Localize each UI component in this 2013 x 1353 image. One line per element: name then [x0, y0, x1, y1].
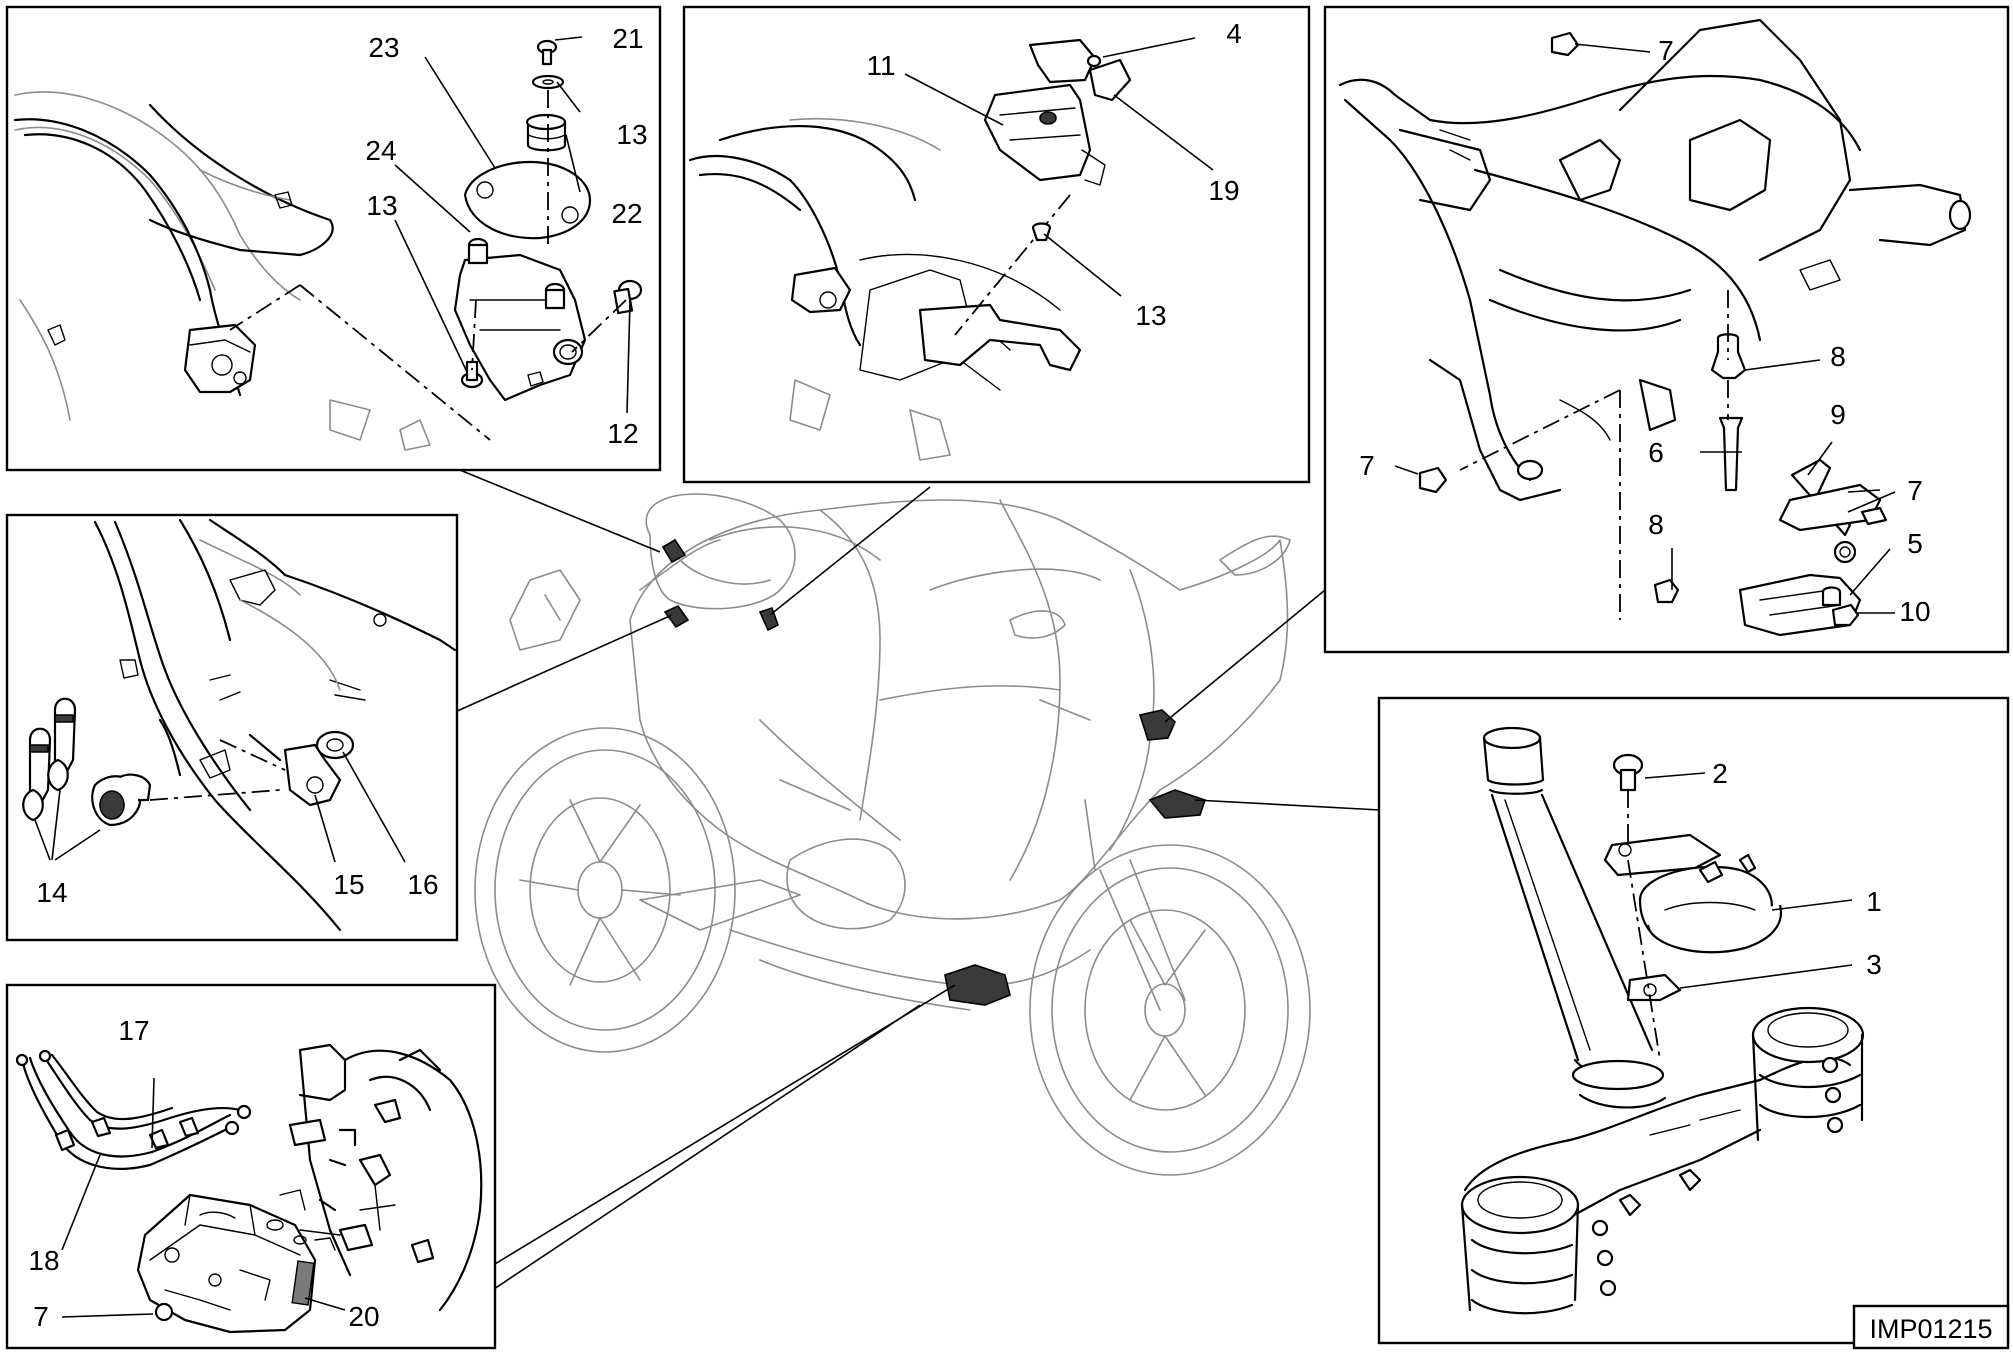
callout-12: 12 [607, 418, 638, 449]
callout-8: 8 [1830, 341, 1846, 372]
callout-7: 7 [1907, 475, 1923, 506]
motorcycle-overview [474, 493, 1311, 1176]
callout-16: 16 [407, 869, 438, 900]
callout-11: 11 [866, 50, 895, 81]
callout-7: 7 [33, 1301, 49, 1332]
callout-17: 17 [118, 1015, 149, 1046]
callout-20: 20 [348, 1301, 379, 1332]
callout-6: 6 [1648, 437, 1664, 468]
callout-22: 22 [611, 198, 642, 229]
callout-1: 1 [1866, 886, 1882, 917]
panel-seat-lock-assembly: 23 21 13 22 24 13 12 [5, 5, 662, 472]
drawing-code-box: IMP01215 [1852, 1304, 2010, 1350]
callout-7: 7 [1658, 35, 1674, 66]
callout-2: 2 [1712, 758, 1728, 789]
callout-13: 13 [616, 119, 647, 150]
callout-5: 5 [1907, 528, 1923, 559]
callout-18: 18 [28, 1245, 59, 1276]
panel-seat-latch-assembly: 11 4 19 13 [682, 5, 1311, 484]
callout-13: 13 [366, 190, 397, 221]
callout-23: 23 [368, 32, 399, 63]
callout-19: 19 [1208, 175, 1239, 206]
callout-10: 10 [1899, 596, 1930, 627]
callout-21: 21 [612, 23, 643, 54]
panel-ignition-lock-assembly: 14 15 16 [5, 513, 459, 942]
callout-24: 24 [365, 135, 396, 166]
callout-7: 7 [1359, 450, 1375, 481]
callout-13: 13 [1135, 300, 1166, 331]
callout-8: 8 [1648, 509, 1664, 540]
callout-3: 3 [1866, 949, 1882, 980]
drawing-code: IMP01215 [1869, 1314, 1992, 1344]
panel-control-unit-assembly: 17 18 7 20 [5, 983, 497, 1350]
panel-leader-lines [454, 467, 1381, 1296]
panel-sensor-bracket-assembly: 7 8 9 6 7 7 8 5 10 [1323, 5, 2010, 654]
callout-4: 4 [1226, 18, 1242, 49]
callout-9: 9 [1830, 399, 1846, 430]
callout-14: 14 [36, 877, 67, 908]
callout-15: 15 [333, 869, 364, 900]
panel-horn-assembly: 2 1 3 [1377, 696, 2010, 1345]
